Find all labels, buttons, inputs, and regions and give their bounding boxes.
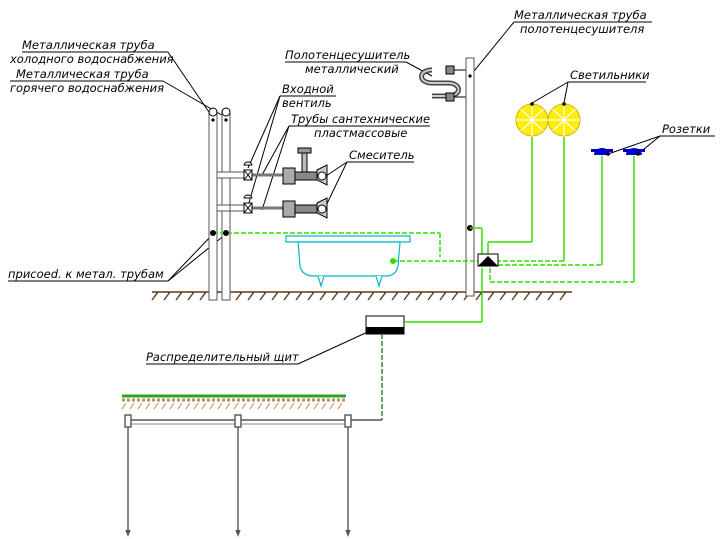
label-towel-pipe-line1: Металлическая труба bbox=[514, 8, 647, 22]
label-hot-pipe-line1: Металлическая труба bbox=[16, 67, 149, 81]
cold-water-pipe bbox=[208, 107, 218, 301]
inlet-valve-lower bbox=[243, 194, 253, 214]
label-plastic-line2: пластмассовые bbox=[314, 126, 407, 140]
label-towel-dryer-line2: металлический bbox=[305, 62, 399, 76]
hot-water-pipe bbox=[221, 107, 231, 301]
label-towel-pipe-line2: полотенцесушителя bbox=[520, 22, 644, 36]
panel-to-earth-conductor bbox=[346, 334, 383, 421]
mixer-lower bbox=[282, 197, 328, 219]
bonding-conductors bbox=[210, 137, 635, 323]
label-bonding: присоеd. к метал. трубам bbox=[8, 267, 164, 281]
distribution-panel-icon bbox=[365, 315, 405, 335]
label-cold-pipe-line2: холодного водоснабжения bbox=[9, 52, 174, 66]
pipe-branches bbox=[216, 171, 283, 212]
lamp-icon-1 bbox=[515, 102, 549, 137]
label-mixer: Смеситель bbox=[349, 148, 414, 162]
towel-dryer-icon bbox=[419, 65, 467, 102]
ground-electrode-icon bbox=[124, 414, 352, 537]
lamp-icon-2 bbox=[547, 102, 581, 137]
labels: Металлическая труба холодного водоснабже… bbox=[8, 8, 711, 364]
inlet-valve-upper bbox=[243, 161, 253, 181]
junction-box-icon bbox=[477, 253, 499, 267]
label-lights: Светильники bbox=[570, 68, 650, 82]
label-distribution-panel: Распределительный щит bbox=[146, 350, 299, 364]
label-valve-line1: Входной bbox=[282, 82, 334, 96]
label-cold-pipe-line1: Металлическая труба bbox=[22, 38, 155, 52]
label-valve-line2: вентиль bbox=[282, 96, 332, 110]
earth-surface bbox=[121, 394, 346, 410]
label-hot-pipe-line2: горячего водоснабжения bbox=[10, 81, 164, 95]
bathtub-icon bbox=[285, 235, 411, 289]
mixer-upper bbox=[282, 147, 328, 186]
label-sockets: Розетки bbox=[662, 122, 711, 136]
label-towel-dryer-line1: Полотенцесушитель bbox=[285, 48, 410, 62]
socket-icon-1 bbox=[591, 148, 613, 156]
socket-icon-2 bbox=[623, 148, 645, 156]
label-plastic-line1: Трубы сантехнические bbox=[291, 112, 430, 126]
